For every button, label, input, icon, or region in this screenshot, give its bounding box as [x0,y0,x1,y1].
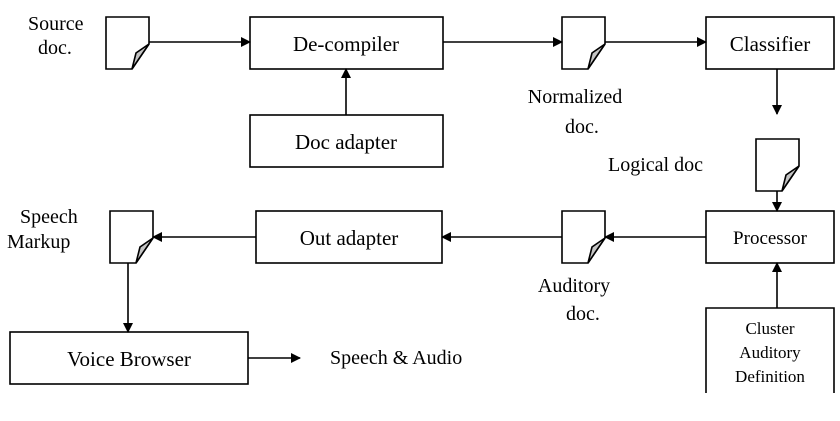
normalized-doc-label: doc. [565,116,599,138]
source-doc-label: doc. [38,37,72,59]
voice-browser-box: Voice Browser [9,331,249,385]
classifier-label: Classifier [730,32,810,56]
voice-browser-label: Voice Browser [67,347,191,371]
auditory-label: Auditory [739,343,801,362]
normalized-label: Normalized [528,86,622,108]
cluster-auditory-definition-box: Cluster Auditory Definition [705,307,835,393]
markup-label: Markup [7,231,70,253]
out-adapter-label: Out adapter [300,226,399,250]
auditory-doc-icon [561,210,606,264]
normalized-doc-icon [561,16,606,70]
definition-label: Definition [735,367,805,386]
classifier-box: Classifier [705,16,835,70]
doc-adapter-box: Doc adapter [249,114,444,168]
auditory-doc-label: doc. [566,303,600,325]
decompiler-box: De-compiler [249,16,444,70]
cluster-label: Cluster [745,319,794,338]
speech-label: Speech [20,206,78,228]
logical-doc-icon [755,138,800,192]
out-adapter-box: Out adapter [255,210,443,264]
logical-doc-label: Logical doc [608,154,703,176]
speech-audio-output-label: Speech & Audio [330,347,462,369]
speech-markup-doc-icon [109,210,154,264]
source-label: Source [28,13,84,35]
source-doc-icon [105,16,150,70]
processor-label: Processor [733,228,808,249]
processor-box: Processor [705,210,835,264]
decompiler-label: De-compiler [293,32,399,56]
doc-adapter-label: Doc adapter [295,130,397,154]
auditory-label-text: Auditory [538,275,610,297]
